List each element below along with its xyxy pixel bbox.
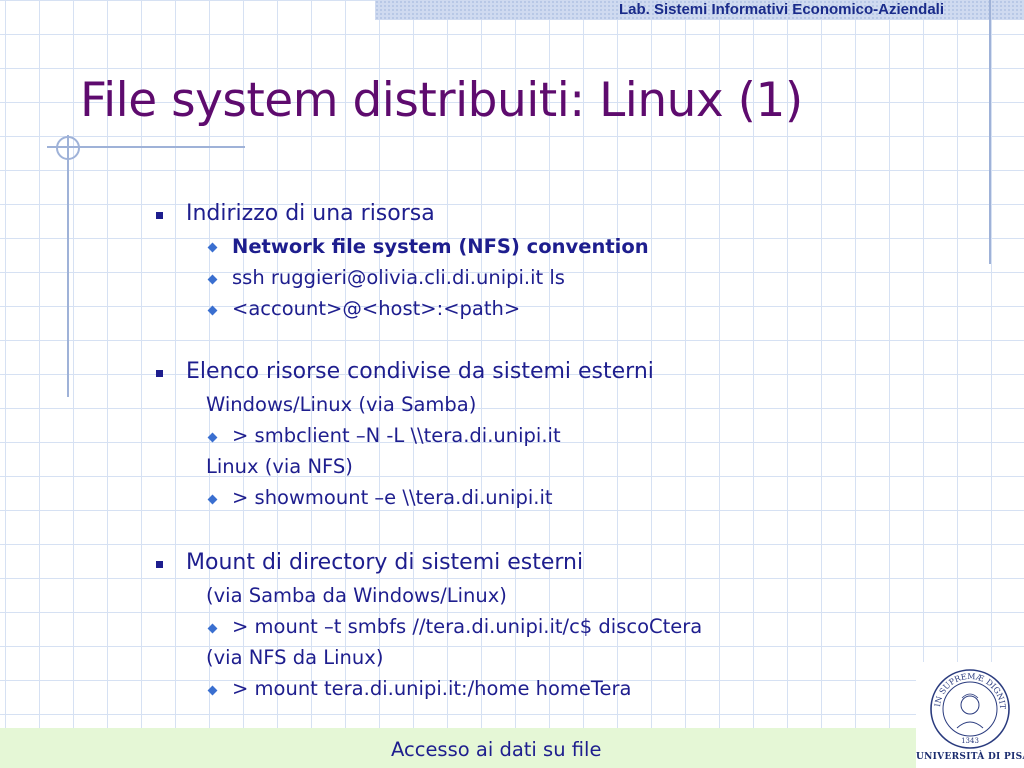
crosshair-circle-icon <box>56 136 80 160</box>
footer-text: Accesso ai dati su file <box>391 738 602 761</box>
bullet-resource-address: Indirizzo di una risorsa <box>186 201 435 226</box>
footer-band <box>0 728 916 768</box>
command-showmount: > showmount –e \\tera.di.unipi.it <box>232 486 553 509</box>
command-mount-nfs: > mount tera.di.unipi.it:/home homeTera <box>232 677 632 700</box>
bullet-mount-directories: Mount di directory di sistemi esterni <box>186 550 584 575</box>
sub-bullet-address-format: <account>@<host>:<path> <box>232 297 521 320</box>
seal-motto: IN SUPREMÆ DIGNITATIS <box>929 668 1007 710</box>
sub-heading-samba: Windows/Linux (via Samba) <box>206 393 477 416</box>
seal-year: 1343 <box>961 737 979 745</box>
command-mount-smbfs: > mount –t smbfs //tera.di.unipi.it/c$ d… <box>232 615 703 638</box>
diamond-bullet-icon <box>207 274 218 285</box>
bullet-shared-resources: Elenco risorse condivise da sistemi este… <box>186 359 654 384</box>
square-bullet-icon <box>156 212 163 219</box>
sub-heading-nfs-mount: (via NFS da Linux) <box>206 646 384 669</box>
diamond-bullet-icon <box>207 305 218 316</box>
decor-vertical-line-left <box>67 135 69 397</box>
diamond-bullet-icon <box>207 685 218 696</box>
diamond-bullet-icon <box>207 623 218 634</box>
sub-heading-samba-mount: (via Samba da Windows/Linux) <box>206 584 507 607</box>
sub-bullet-ssh-example: ssh ruggieri@olivia.cli.di.unipi.it ls <box>232 266 565 289</box>
diamond-bullet-icon <box>207 242 218 253</box>
square-bullet-icon <box>156 370 163 377</box>
slide-title: File system distribuiti: Linux (1) <box>80 73 803 128</box>
diamond-bullet-icon <box>207 494 218 505</box>
header-band: Lab. Sistemi Informativi Economico-Azien… <box>375 0 1024 20</box>
header-label: Lab. Sistemi Informativi Economico-Azien… <box>618 1 944 18</box>
university-seal-icon: IN SUPREMÆ DIGNITATIS 1343 <box>929 668 1010 749</box>
university-logo <box>916 662 1024 768</box>
diamond-bullet-icon <box>207 432 218 443</box>
command-smbclient: > smbclient –N -L \\tera.di.unipi.it <box>232 424 561 447</box>
logo-caption: UNIVERSITÀ DI PISA <box>916 752 1024 762</box>
sub-bullet-nfs-convention: Network file system (NFS) convention <box>232 235 649 258</box>
decor-horizontal-line-left <box>47 146 245 148</box>
square-bullet-icon <box>156 561 163 568</box>
decor-vertical-line-right <box>989 0 991 264</box>
sub-heading-nfs: Linux (via NFS) <box>206 455 353 478</box>
